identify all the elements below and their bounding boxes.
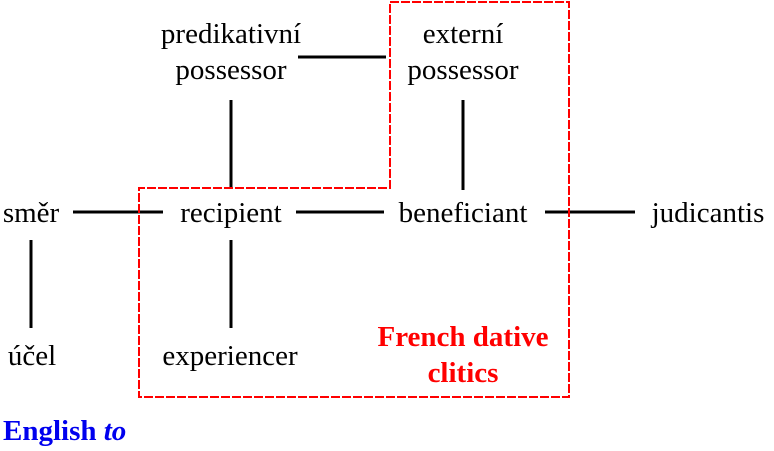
node-purpose: účel bbox=[7, 340, 57, 372]
french-label-line2: clitics bbox=[427, 357, 499, 389]
node-external-possessor-line2: possessor bbox=[407, 54, 519, 86]
node-judicantis: judicantis bbox=[651, 197, 765, 229]
english-label-word: English bbox=[3, 415, 97, 447]
french-dative-clitics-label: French dative clitics bbox=[377, 319, 548, 391]
node-external-possessor: externí possessor bbox=[407, 16, 518, 88]
english-to-label: English to bbox=[3, 413, 126, 449]
french-dative-clitics-region bbox=[138, 1, 570, 398]
english-label-form: to bbox=[103, 415, 127, 447]
node-direction: směr bbox=[2, 197, 60, 229]
node-experiencer: experiencer bbox=[162, 340, 298, 372]
node-external-possessor-line1: externí bbox=[422, 18, 504, 50]
node-predicative-possessor-line1: predikativní bbox=[160, 18, 302, 50]
node-recipient: recipient bbox=[180, 197, 282, 229]
french-label-line1: French dative bbox=[377, 321, 549, 353]
node-predicative-possessor-line2: possessor bbox=[175, 54, 287, 86]
node-predicative-possessor: predikativní possessor bbox=[161, 16, 301, 88]
node-beneficiary: beneficiant bbox=[398, 197, 528, 229]
